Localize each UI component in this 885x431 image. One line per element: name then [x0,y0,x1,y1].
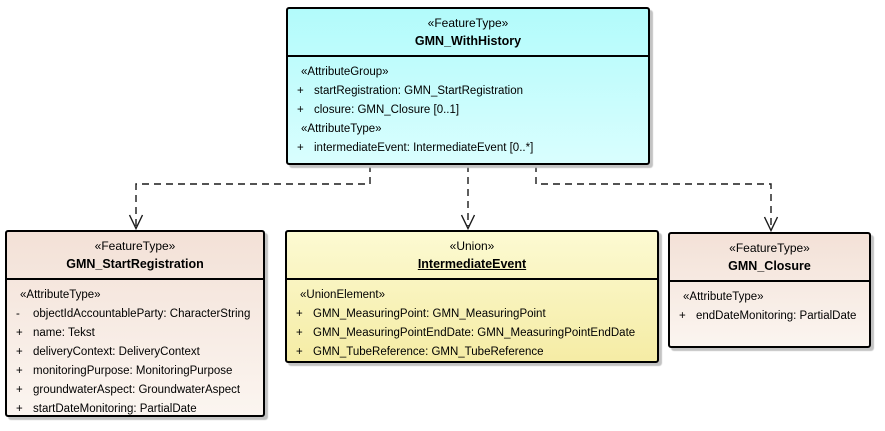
class-box-gmn-startregistration[interactable]: «FeatureType» GMN_StartRegistration «Att… [5,230,265,417]
visibility-marker: + [296,308,303,320]
dependency-arrow-to-gmn-closure[interactable] [535,165,779,233]
open-arrowhead [763,216,779,233]
attribute-text: GMN_MeasuringPoint: GMN_MeasuringPoint [313,308,546,320]
dependency-arrow-to-intermediateevent[interactable] [460,165,476,231]
attribute-row: + deliveryContext: DeliveryContext [7,343,263,362]
class-box-intermediateevent[interactable]: «Union» IntermediateEvent «UnionElement»… [285,230,659,363]
attribute-text: intermediateEvent: IntermediateEvent [0.… [314,142,534,154]
attribute-text: startRegistration: GMN_StartRegistration [314,85,523,97]
class-title-compartment: «Union» IntermediateEvent [287,232,657,280]
attribute-compartment: «AttributeType» - objectIdAccountablePart… [7,280,263,415]
attribute-row: + monitoringPurpose: MonitoringPurpose [7,362,263,381]
visibility-marker: + [16,384,23,396]
class-name: IntermediateEvent [417,257,527,271]
attribute-row: + GMN_MeasuringPointEndDate: GMN_Measurin… [287,324,657,343]
class-name: GMN_Closure [728,259,811,273]
visibility-marker: + [297,85,304,97]
class-name: GMN_WithHistory [414,34,522,48]
attribute-text: groundwaterAspect: GroundwaterAspect [33,384,241,396]
attribute-group-stereotype: «AttributeType» [683,291,764,303]
visibility-marker: + [16,403,23,415]
open-arrowhead [460,214,476,231]
attribute-row: + startDateMonitoring: PartialDate [7,400,263,415]
attribute-group-stereotype: «AttributeType» [20,289,101,301]
visibility-marker: + [16,365,23,377]
attribute-text: closure: GMN_Closure [0..1] [314,104,460,116]
visibility-marker: + [296,327,303,339]
attribute-row: + GMN_MeasuringPoint: GMN_MeasuringPoint [287,305,657,324]
attribute-text: startDateMonitoring: PartialDate [33,403,197,415]
attribute-row: + GMN_TubeReference: GMN_TubeReference [287,343,657,361]
attribute-compartment: «UnionElement» + GMN_MeasuringPoint: GMN_… [287,280,657,361]
class-title-compartment: «FeatureType» GMN_WithHistory [288,9,648,57]
class-box-gmn-closure[interactable]: «FeatureType» GMN_Closure «AttributeType… [668,232,871,348]
class-stereotype: «FeatureType» [94,239,176,253]
attribute-text: GMN_TubeReference: GMN_TubeReference [313,346,544,358]
class-title-compartment: «FeatureType» GMN_StartRegistration [7,232,263,280]
visibility-marker: + [679,310,686,322]
open-arrowhead [128,214,144,231]
class-title-compartment: «FeatureType» GMN_Closure [670,234,869,282]
visibility-marker: + [297,142,304,154]
visibility-marker: + [297,104,304,116]
visibility-marker: - [16,308,20,320]
attribute-group-stereotype: «AttributeGroup» [301,66,389,78]
attribute-text: deliveryContext: DeliveryContext [33,346,200,358]
attribute-row: - objectIdAccountableParty: CharacterStri… [7,305,263,324]
visibility-marker: + [16,346,23,358]
class-box-gmn-withhistory[interactable]: «FeatureType» GMN_WithHistory «Attribute… [286,7,650,165]
class-stereotype: «FeatureType» [729,241,810,255]
visibility-marker: + [296,346,303,358]
dependency-arrow-to-gmn-startregistration[interactable] [128,165,371,231]
attribute-text: objectIdAccountableParty: CharacterStrin… [33,308,251,320]
attribute-group-stereotype: «AttributeType» [301,123,382,135]
attribute-group-stereotype: «UnionElement» [300,289,386,301]
class-name: GMN_StartRegistration [66,257,204,271]
class-stereotype: «Union» [449,239,495,253]
attribute-row: + name: Tekst [7,324,263,343]
visibility-marker: + [16,327,23,339]
attribute-row: + groundwaterAspect: GroundwaterAspect [7,381,263,400]
attribute-row: + endDateMonitoring: PartialDate [670,307,869,326]
attribute-text: endDateMonitoring: PartialDate [696,310,857,322]
attribute-row: + startRegistration: GMN_StartRegistratio… [288,82,648,101]
attribute-row: + closure: GMN_Closure [0..1] [288,101,648,120]
attribute-compartment: «AttributeType» + endDateMonitoring: Part… [670,282,869,326]
attribute-text: GMN_MeasuringPointEndDate: GMN_Measuring… [313,327,636,339]
class-stereotype: «FeatureType» [427,16,509,30]
attribute-compartment: «AttributeGroup» + startRegistration: GMN… [288,57,648,158]
attribute-text: name: Tekst [33,327,95,339]
attribute-text: monitoringPurpose: MonitoringPurpose [33,365,233,377]
attribute-row: + intermediateEvent: IntermediateEvent [0… [288,139,648,158]
